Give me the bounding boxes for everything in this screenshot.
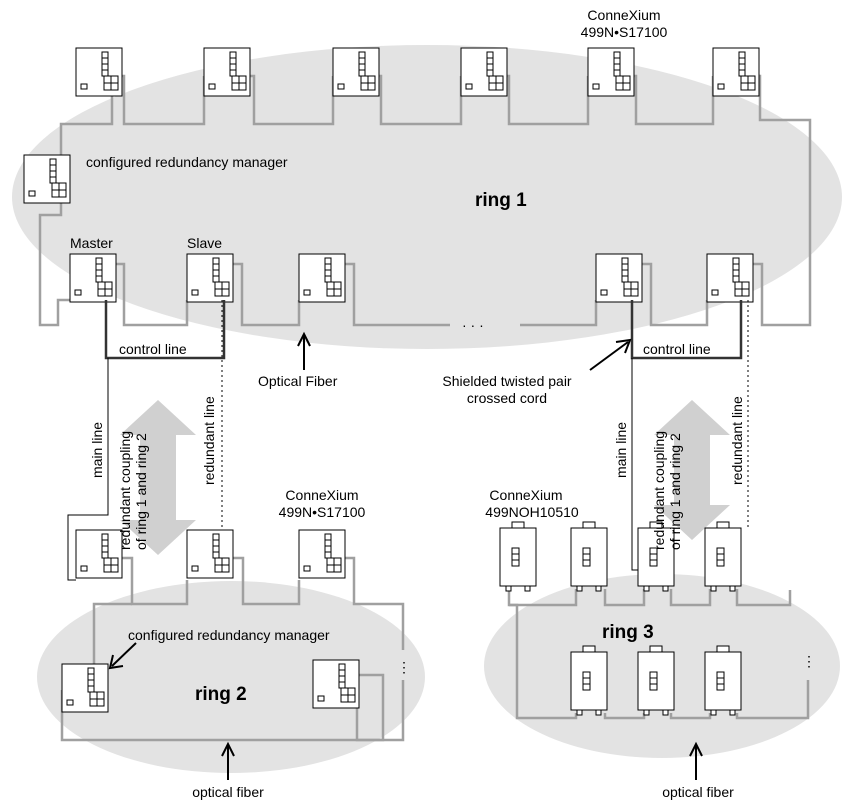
master-label: Master: [70, 235, 113, 251]
main-line-left-label: main line: [89, 422, 105, 478]
redundant-coupling-right-label-2: of ring 1 and ring 2: [667, 433, 683, 550]
redundant-line-left-label: redundant line: [201, 396, 217, 485]
ring2-area: [37, 581, 425, 773]
configured-manager-ring2-label: configured redundancy manager: [128, 627, 330, 643]
ring2-break-dots: ⋮: [397, 659, 411, 675]
switch-r1-top-2: [203, 47, 251, 97]
switch-r1-top-1: [75, 47, 123, 97]
connexium-ring3-ref: 499NOH10510: [485, 504, 579, 520]
ring3-break-dots: ⋮: [802, 653, 816, 669]
optical-fiber-mid-label: Optical Fiber: [258, 373, 338, 389]
switch-r3-top-4: [704, 521, 742, 592]
switch-r2-top-2: [186, 529, 234, 579]
switch-slave: [186, 253, 234, 303]
switch-r1-top-5: [587, 47, 635, 97]
ring3-label: ring 3: [602, 622, 654, 643]
redundant-line-right-label: redundant line: [729, 396, 745, 485]
control-line-left-label: control line: [119, 341, 187, 357]
switch-r3-top-2: [570, 521, 608, 592]
main-line-left: [67, 358, 109, 581]
control-line-right-label: control line: [643, 341, 711, 357]
ring1-label: ring 1: [475, 190, 527, 211]
redundant-coupling-right-label-1: redundant coupling: [651, 431, 667, 550]
connexium-ring2-ref: 499N•S17100: [279, 504, 366, 520]
crossed-cord-label: crossed cord: [467, 390, 547, 406]
switch-r3-top-1: [499, 521, 537, 592]
switch-r1-redundancy-manager: [23, 154, 71, 204]
switch-r1-bottom-5: [706, 253, 754, 303]
arrow-shielded-twisted-pair: [589, 338, 632, 371]
connexium-top-ref: 499N•S17100: [581, 24, 668, 40]
arrow-optical-fiber-right: [689, 741, 703, 780]
shielded-twisted-pair-label: Shielded twisted pair: [442, 373, 572, 389]
slave-label: Slave: [187, 235, 222, 251]
redundant-coupling-left-label-2: of ring 1 and ring 2: [133, 433, 149, 550]
switch-r3-bottom-2: [637, 645, 675, 716]
switch-r3-bottom-1: [570, 645, 608, 716]
switch-r2-redundancy-manager: [61, 663, 109, 713]
ring2-label: ring 2: [195, 684, 247, 705]
optical-fiber-left-label: optical fiber: [192, 784, 264, 800]
switch-r3-bottom-3: [704, 645, 742, 716]
ring3-cable: [507, 589, 810, 720]
redundant-coupling-left-label-1: redundant coupling: [117, 431, 133, 550]
switch-r1-bottom-3: [298, 253, 346, 303]
configured-manager-ring1-label: configured redundancy manager: [86, 154, 288, 170]
connexium-ring3-label: ConneXium: [489, 487, 562, 503]
redundant-coupling-arrow-right: [654, 400, 730, 540]
switch-r1-top-3: [332, 47, 380, 97]
main-line-right-label: main line: [613, 422, 629, 478]
control-line-right: [630, 300, 743, 360]
redundant-coupling-arrow-left: [120, 400, 196, 555]
control-line-left: [104, 300, 226, 360]
switch-r1-bottom-4: [595, 253, 643, 303]
switch-r2-right: [312, 659, 360, 709]
arrow-optical-fiber-mid: [297, 331, 311, 370]
optical-fiber-right-label: optical fiber: [662, 784, 734, 800]
switch-r1-top-4: [460, 47, 508, 97]
arrow-configured-manager-ring2: [108, 642, 137, 670]
connexium-top-label: ConneXium: [587, 7, 660, 23]
connexium-ring2-label: ConneXium: [285, 487, 358, 503]
arrow-optical-fiber-left: [221, 741, 235, 780]
switch-r2-top-1: [75, 529, 123, 579]
ring1-break-dots: · · ·: [462, 317, 484, 333]
switch-r1-top-6: [712, 47, 760, 97]
switch-master: [69, 253, 117, 303]
switch-r2-top-3: [298, 529, 346, 579]
